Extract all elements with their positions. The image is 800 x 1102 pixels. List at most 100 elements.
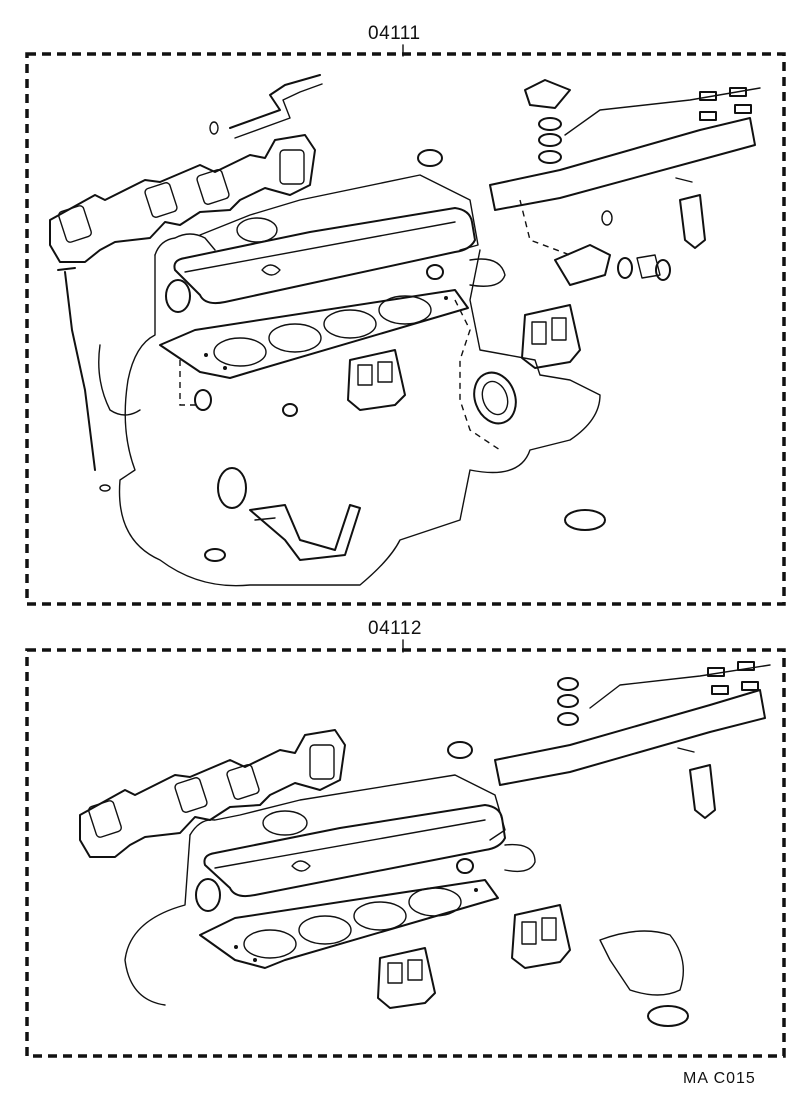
small-o-ring — [601, 210, 613, 226]
bolt-hole — [204, 353, 208, 357]
bolt-hole — [253, 958, 257, 962]
dipstick-handle — [57, 267, 76, 271]
fuel-line — [589, 664, 771, 709]
exhaust-manifold-gasket — [49, 134, 316, 263]
engine-block-outline — [124, 834, 191, 1006]
cold-start-injector — [554, 244, 611, 286]
valve-cover-outline — [199, 174, 479, 251]
cam-seal — [195, 878, 221, 912]
oil-filler-cap — [262, 810, 308, 836]
injector-insulator — [538, 117, 562, 131]
union-bolt — [636, 254, 661, 279]
cylinder-bore — [268, 323, 322, 353]
water-bypass-hose — [229, 74, 321, 129]
dipstick-o-ring — [99, 484, 111, 492]
manifold-port — [58, 205, 92, 243]
grommet — [417, 149, 443, 167]
cylinder-bore — [323, 309, 377, 339]
injector-o-ring — [675, 177, 693, 183]
air-chamber-gasket — [521, 304, 581, 369]
valve-cover-gasket-inner — [214, 819, 486, 869]
bolt-hole — [234, 945, 238, 949]
water-outlet — [504, 843, 536, 873]
injector-seal — [734, 104, 752, 114]
bolt-hole — [444, 296, 448, 300]
injector-o-ring — [677, 747, 695, 753]
kit-04112-frame — [25, 648, 786, 1058]
leader-dashed — [179, 360, 200, 406]
cam-seal — [165, 279, 191, 313]
union-gasket — [655, 259, 671, 281]
distributor-o-ring — [217, 467, 247, 509]
intake-port — [387, 962, 403, 984]
bolt-hole — [474, 888, 478, 892]
injector-insulator — [557, 677, 579, 691]
water-bypass-hose-edge — [234, 83, 323, 139]
crankshaft-rear-oil-seal — [564, 509, 606, 531]
injector-seal — [711, 685, 729, 695]
drain-plug-gasket — [204, 548, 226, 562]
manifold-port — [309, 744, 335, 780]
manifold-port — [174, 777, 208, 813]
union-gasket — [617, 257, 633, 279]
grommet — [447, 741, 473, 759]
grommet — [426, 264, 444, 280]
intake-manifold-gasket — [347, 349, 406, 411]
intake-port — [531, 321, 547, 345]
kit-04111-panel — [25, 44, 786, 606]
valve-cover-gasket — [173, 207, 476, 305]
valve-cover-gasket-inner — [184, 221, 456, 273]
timing-case-outline — [599, 930, 684, 996]
injector-seal — [707, 667, 725, 677]
injector-insulator — [538, 150, 562, 164]
spark-plug-tube-seal — [261, 264, 281, 276]
oil-filler-cap — [236, 217, 278, 243]
spark-plug-tube-seal — [291, 860, 311, 872]
engine-timing-cover — [154, 233, 216, 256]
injector-insulator — [557, 712, 579, 726]
fuel-line — [564, 87, 761, 136]
manifold-port — [196, 169, 230, 205]
cylinder-head-gasket — [159, 289, 469, 379]
crankshaft-front-oil-seal — [473, 371, 517, 425]
grommet — [456, 858, 474, 874]
injector-seal — [699, 111, 717, 121]
manifold-port — [226, 764, 260, 800]
valve-cover-gasket — [203, 804, 506, 898]
cylinder-bore — [213, 337, 267, 367]
intake-port — [407, 959, 423, 981]
manifold-port — [144, 182, 178, 218]
air-chamber-gasket — [511, 904, 571, 969]
oil-seal-inner — [481, 380, 509, 416]
cylinder-bore — [298, 915, 352, 945]
kit-label-04111: 04111 — [368, 23, 421, 44]
kit-04111-frame — [25, 52, 786, 606]
injector-seal — [737, 661, 755, 671]
leader-dashed — [454, 299, 501, 451]
intake-manifold-gasket — [377, 947, 436, 1009]
oil-strainer-pipe — [249, 504, 361, 561]
figure-code: MA C015 — [683, 1070, 756, 1087]
bolt-hole — [223, 366, 227, 370]
plug — [282, 403, 298, 417]
intake-port — [377, 361, 393, 383]
fuel-injector — [689, 764, 716, 819]
leader-dashed — [519, 199, 571, 256]
cylinder-bore — [243, 929, 297, 959]
injector-insulator — [538, 133, 562, 147]
injector-seal — [699, 91, 717, 101]
engine-block-outline — [118, 249, 601, 587]
intake-port — [551, 317, 567, 341]
fuel-delivery-pipe — [489, 117, 756, 211]
manifold-port — [88, 800, 122, 838]
strainer-gasket — [254, 517, 276, 521]
intake-port — [521, 921, 537, 945]
crank-pulley — [98, 344, 141, 416]
intake-port — [357, 364, 373, 386]
injector-seal — [741, 681, 759, 691]
cylinder-bore — [378, 295, 432, 325]
fuel-pressure-regulator-gasket — [524, 79, 571, 109]
injector-insulator — [557, 694, 579, 708]
cylinder-bore — [353, 901, 407, 931]
small-o-ring — [209, 121, 219, 135]
